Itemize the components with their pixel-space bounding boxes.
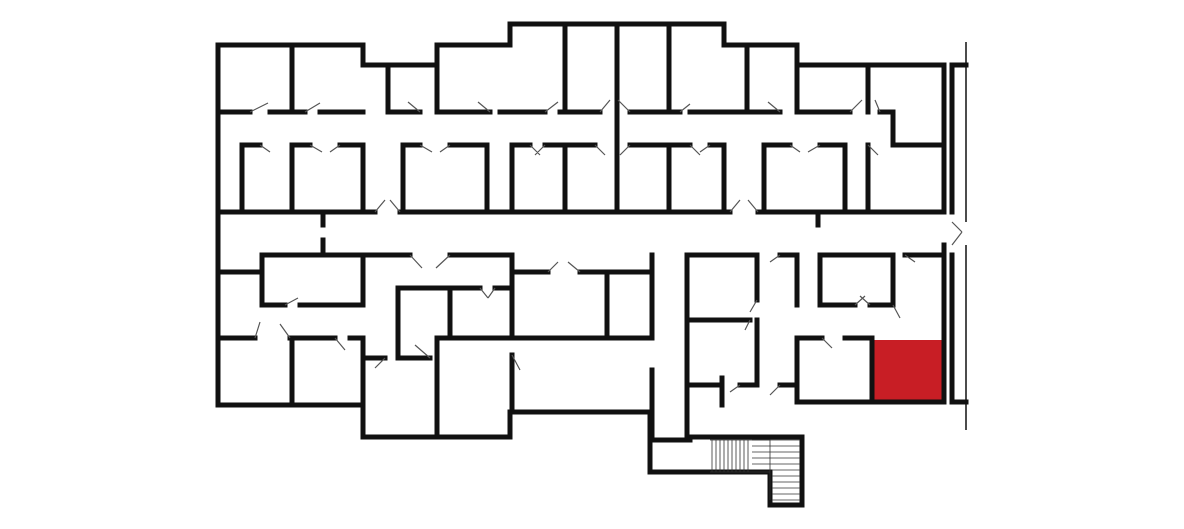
outer-walls	[215, 21, 969, 508]
interior-walls	[215, 21, 947, 443]
staircase	[710, 439, 800, 501]
door-swings	[249, 99, 963, 396]
highlighted-apartment[interactable]	[872, 340, 942, 402]
